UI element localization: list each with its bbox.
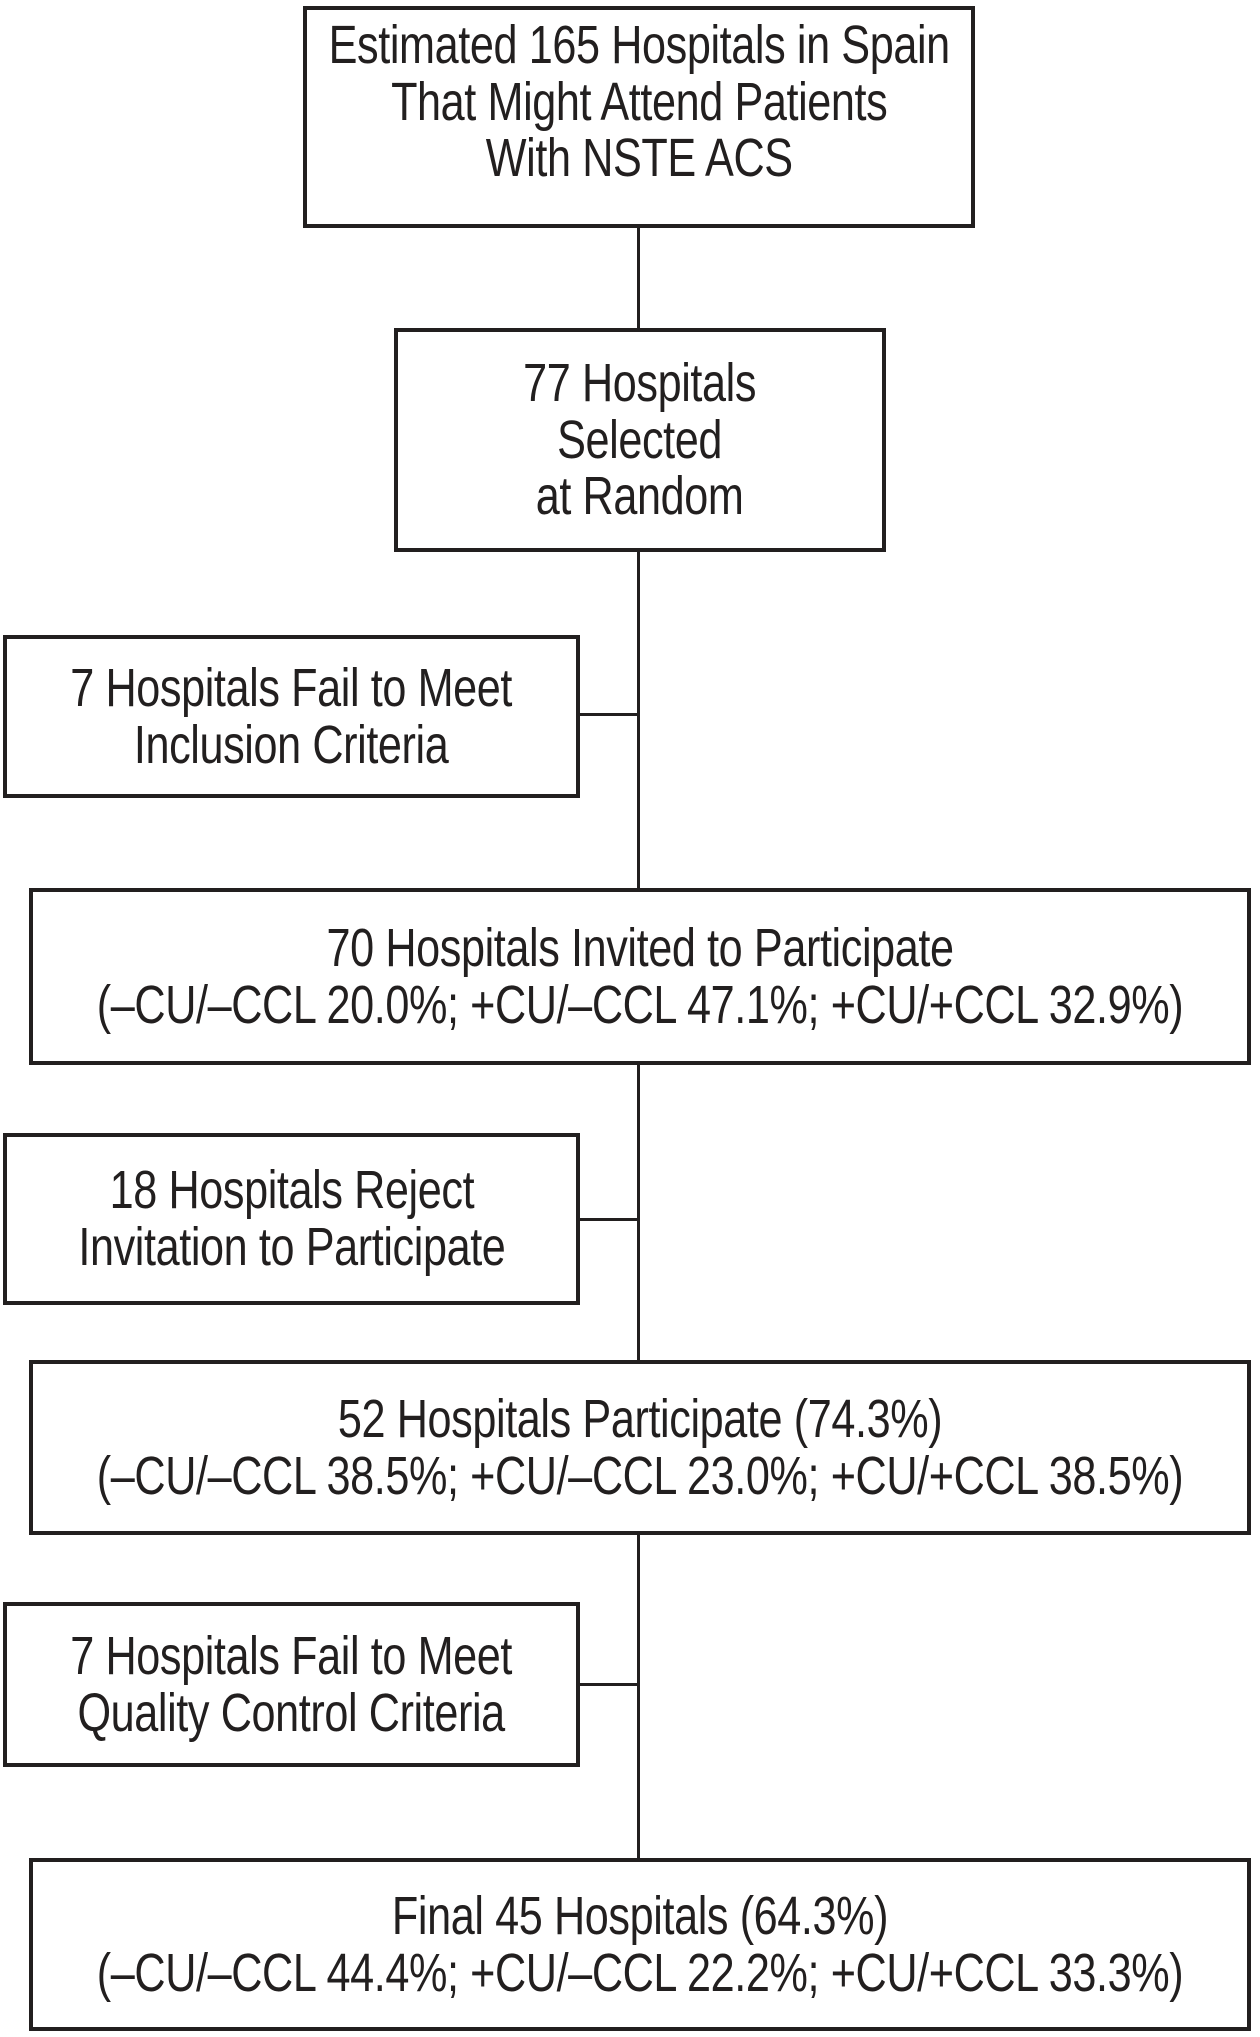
box-text: Estimated 165 Hospitals in Spain That Mi… [328, 14, 950, 217]
flow-box-estimated-165-hospitals: Estimated 165 Hospitals in Spain That Mi… [303, 6, 975, 228]
box-line: With NSTE ACS [485, 128, 793, 189]
box-text: Final 45 Hospitals (64.3%) (–CU/–CCL 44.… [96, 1885, 1184, 2003]
box-text: 70 Hospitals Invited to Participate (–CU… [96, 917, 1184, 1035]
box-line: 18 Hospitals Reject [109, 1160, 474, 1221]
box-line: 52 Hospitals Participate (74.3%) [337, 1388, 943, 1449]
connector-invited-to-participate [637, 1063, 640, 1362]
flow-box-final-45-hospitals: Final 45 Hospitals (64.3%) (–CU/–CCL 44.… [29, 1858, 1251, 2031]
box-line: That Might Attend Patients [390, 71, 888, 132]
box-line: 7 Hospitals Fail to Meet [70, 1625, 513, 1686]
connector-top-to-selected [637, 226, 640, 330]
box-line: 70 Hospitals Invited to Participate [326, 917, 954, 978]
connector-reject-branch [578, 1218, 640, 1221]
side-box-7-fail-inclusion: 7 Hospitals Fail to Meet Inclusion Crite… [3, 635, 580, 798]
box-line: 7 Hospitals Fail to Meet [70, 657, 513, 718]
box-line: 77 Hospitals [523, 352, 757, 413]
side-box-18-reject-invitation: 18 Hospitals Reject Invitation to Partic… [3, 1133, 580, 1305]
box-line: Selected [557, 409, 723, 470]
box-text: 52 Hospitals Participate (74.3%) (–CU/–C… [96, 1388, 1184, 1506]
box-text: 7 Hospitals Fail to Meet Quality Control… [71, 1628, 513, 1741]
box-line: Quality Control Criteria [77, 1682, 506, 1743]
box-line: at Random [536, 466, 744, 527]
box-text: 7 Hospitals Fail to Meet Inclusion Crite… [71, 660, 513, 773]
side-box-7-fail-quality-control: 7 Hospitals Fail to Meet Quality Control… [3, 1602, 580, 1767]
connector-participate-to-final [637, 1533, 640, 1860]
box-line: Estimated 165 Hospitals in Spain [328, 14, 950, 75]
flow-box-77-hospitals-selected: 77 Hospitals Selected at Random [394, 328, 886, 552]
box-line: (–CU/–CCL 20.0%; +CU/–CCL 47.1%; +CU/+CC… [96, 974, 1184, 1035]
box-line: (–CU/–CCL 44.4%; +CU/–CCL 22.2%; +CU/+CC… [96, 1942, 1184, 2003]
box-line: Inclusion Criteria [134, 714, 449, 775]
box-text: 77 Hospitals Selected at Random [524, 355, 757, 525]
box-line: (–CU/–CCL 38.5%; +CU/–CCL 23.0%; +CU/+CC… [96, 1445, 1184, 1506]
box-line: Invitation to Participate [77, 1217, 506, 1277]
connector-fail-quality-branch [578, 1683, 640, 1686]
box-line: Final 45 Hospitals (64.3%) [391, 1885, 889, 1946]
box-text: 18 Hospitals Reject Invitation to Partic… [78, 1162, 505, 1275]
connector-selected-to-invited [637, 550, 640, 890]
connector-fail-inclusion-branch [578, 713, 640, 716]
flow-box-70-hospitals-invited: 70 Hospitals Invited to Participate (–CU… [29, 888, 1251, 1065]
flow-box-52-hospitals-participate: 52 Hospitals Participate (74.3%) (–CU/–C… [29, 1360, 1251, 1535]
